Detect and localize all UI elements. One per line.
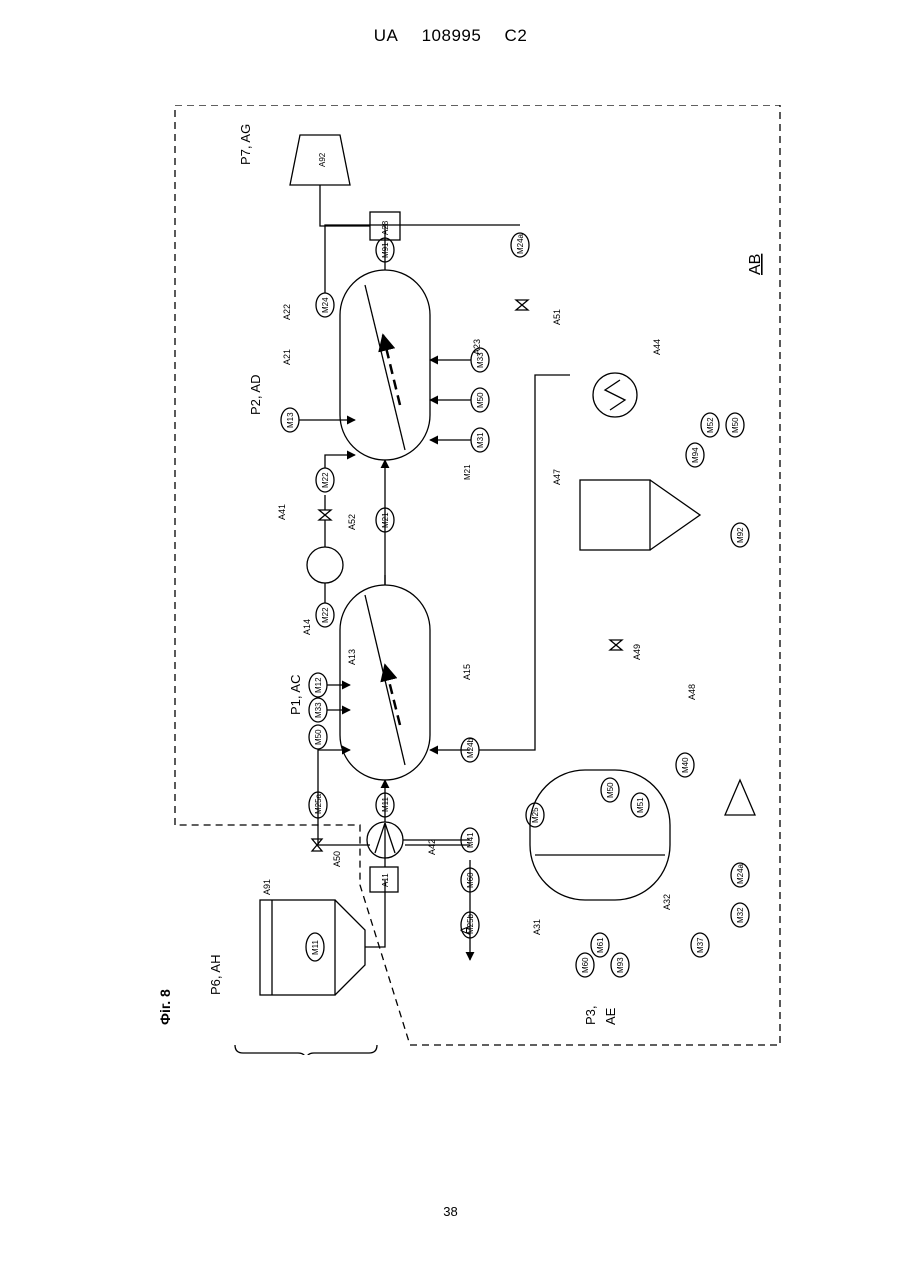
svg-text:M94: M94 <box>691 447 700 463</box>
svg-text:P1, AC: P1, AC <box>288 675 303 715</box>
svg-text:A52: A52 <box>347 514 357 530</box>
svg-text:M50: M50 <box>731 417 740 433</box>
svg-text:A13: A13 <box>347 649 357 665</box>
svg-text:A14: A14 <box>302 619 312 635</box>
svg-text:M37: M37 <box>696 937 705 953</box>
svg-text:M12: M12 <box>314 677 323 693</box>
svg-text:A28: A28 <box>381 220 390 235</box>
process-diagram: A Фіг. 8 P6, AH M11 A91 A11 A42 M11 A50 … <box>140 105 800 1055</box>
svg-text:M24b: M24b <box>466 737 475 758</box>
svg-text:A51: A51 <box>552 309 562 325</box>
figure-caption: Фіг. 8 <box>157 989 173 1025</box>
pump-a48 <box>725 780 755 815</box>
svg-text:M41: M41 <box>466 832 475 848</box>
label-p6: P6, AH <box>208 955 223 995</box>
svg-text:M61: M61 <box>596 937 605 953</box>
svg-text:M31: M31 <box>476 432 485 448</box>
svg-text:M11: M11 <box>381 796 390 812</box>
svg-text:M11: M11 <box>311 939 320 955</box>
svg-text:M91: M91 <box>381 242 390 258</box>
svg-text:A50: A50 <box>332 851 342 867</box>
svg-text:M25b: M25b <box>466 913 475 934</box>
brace-p6 <box>235 1045 377 1055</box>
svg-text:A21: A21 <box>282 349 292 365</box>
svg-text:M93: M93 <box>616 957 625 973</box>
svg-text:M24a: M24a <box>736 863 745 884</box>
country-code: UA <box>374 26 399 45</box>
svg-text:A15: A15 <box>462 664 472 680</box>
svg-text:M50: M50 <box>606 782 615 798</box>
svg-text:A41: A41 <box>277 504 287 520</box>
svg-text:M24a: M24a <box>516 233 525 254</box>
svg-text:M60: M60 <box>581 957 590 973</box>
svg-text:M22: M22 <box>321 472 330 488</box>
label-a91: A91 <box>262 879 272 895</box>
svg-text:M33: M33 <box>314 702 323 718</box>
patent-kind: C2 <box>505 26 528 45</box>
svg-text:M40: M40 <box>681 757 690 773</box>
svg-text:M92: M92 <box>736 527 745 543</box>
svg-text:M33: M33 <box>476 352 485 368</box>
svg-text:M24: M24 <box>321 297 330 313</box>
page-number: 38 <box>0 1204 901 1219</box>
svg-text:AB: AB <box>747 254 764 275</box>
svg-text:A92: A92 <box>318 152 327 167</box>
svg-text:P7, AG: P7, AG <box>238 124 253 165</box>
svg-text:A49: A49 <box>632 644 642 660</box>
svg-text:M51: M51 <box>636 797 645 813</box>
svg-text:A44: A44 <box>652 339 662 355</box>
svg-text:A47: A47 <box>552 469 562 485</box>
svg-text:A31: A31 <box>532 919 542 935</box>
compressor-a41 <box>307 547 343 583</box>
svg-text:A32: A32 <box>662 894 672 910</box>
svg-text:P2, AD: P2, AD <box>248 375 263 415</box>
svg-text:M25: M25 <box>531 807 540 823</box>
svg-text:M21: M21 <box>463 464 472 480</box>
svg-text:M22: M22 <box>321 607 330 623</box>
svg-text:M13: M13 <box>286 412 295 428</box>
svg-text:AE: AE <box>603 1007 618 1025</box>
svg-text:A42: A42 <box>427 839 437 855</box>
vessel-p3 <box>530 770 670 900</box>
svg-text:M60: M60 <box>466 872 475 888</box>
separator-a47 <box>580 480 650 550</box>
patent-number: 108995 <box>422 26 482 45</box>
svg-text:A22: A22 <box>282 304 292 320</box>
boundary-ab <box>175 105 780 1045</box>
svg-text:A11: A11 <box>381 873 390 887</box>
svg-text:M21: M21 <box>381 512 390 528</box>
svg-text:M50: M50 <box>476 392 485 408</box>
svg-text:M52: M52 <box>706 417 715 433</box>
diagram-svg: A Фіг. 8 P6, AH M11 A91 A11 A42 M11 A50 … <box>140 105 800 1055</box>
patent-header: UA 108995 C2 <box>0 26 901 46</box>
svg-text:M32: M32 <box>736 907 745 923</box>
svg-text:M50: M50 <box>314 729 323 745</box>
svg-text:A48: A48 <box>687 684 697 700</box>
svg-text:P3,: P3, <box>583 1005 598 1025</box>
